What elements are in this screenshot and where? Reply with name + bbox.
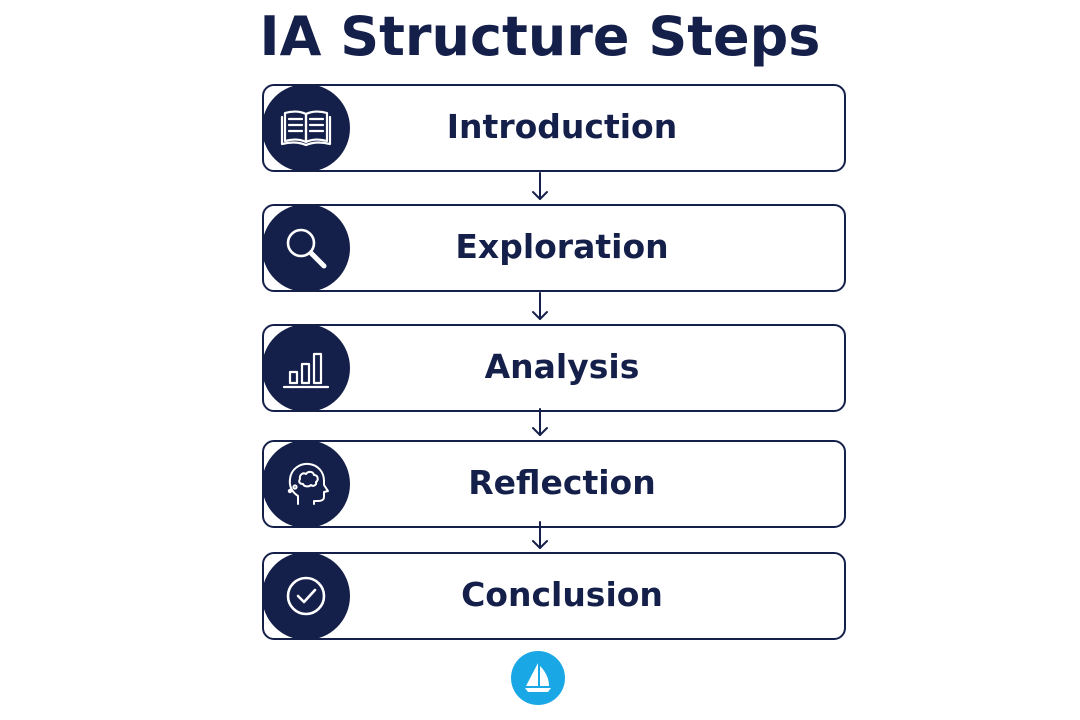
step-conclusion: Conclusion: [262, 552, 846, 640]
step-label: Conclusion: [461, 575, 663, 614]
arrow-down-icon: [530, 292, 550, 322]
step-label: Analysis: [484, 347, 640, 386]
page-title: IA Structure Steps: [259, 5, 821, 68]
step-box: [262, 440, 846, 528]
step-box: [262, 552, 846, 640]
step-box: [262, 84, 846, 172]
bar-chart-icon: [262, 324, 350, 412]
step-label: Exploration: [455, 227, 669, 266]
step-box: [262, 324, 846, 412]
step-label: Introduction: [446, 107, 678, 146]
step-introduction: Introduction: [262, 84, 846, 172]
sailboat-icon: [511, 651, 565, 705]
step-exploration: Exploration: [262, 204, 846, 292]
magnifier-icon: [262, 204, 350, 292]
step-box: [262, 204, 846, 292]
book-icon: [262, 84, 350, 172]
step-analysis: Analysis: [262, 324, 846, 412]
arrow-down-icon: [530, 172, 550, 202]
step-label: Reflection: [468, 463, 656, 502]
arrow-down-icon: [530, 521, 550, 551]
arrow-down-icon: [530, 408, 550, 438]
check-circle-icon: [262, 552, 350, 640]
head-thought-icon: [262, 440, 350, 528]
step-reflection: Reflection: [262, 440, 846, 528]
